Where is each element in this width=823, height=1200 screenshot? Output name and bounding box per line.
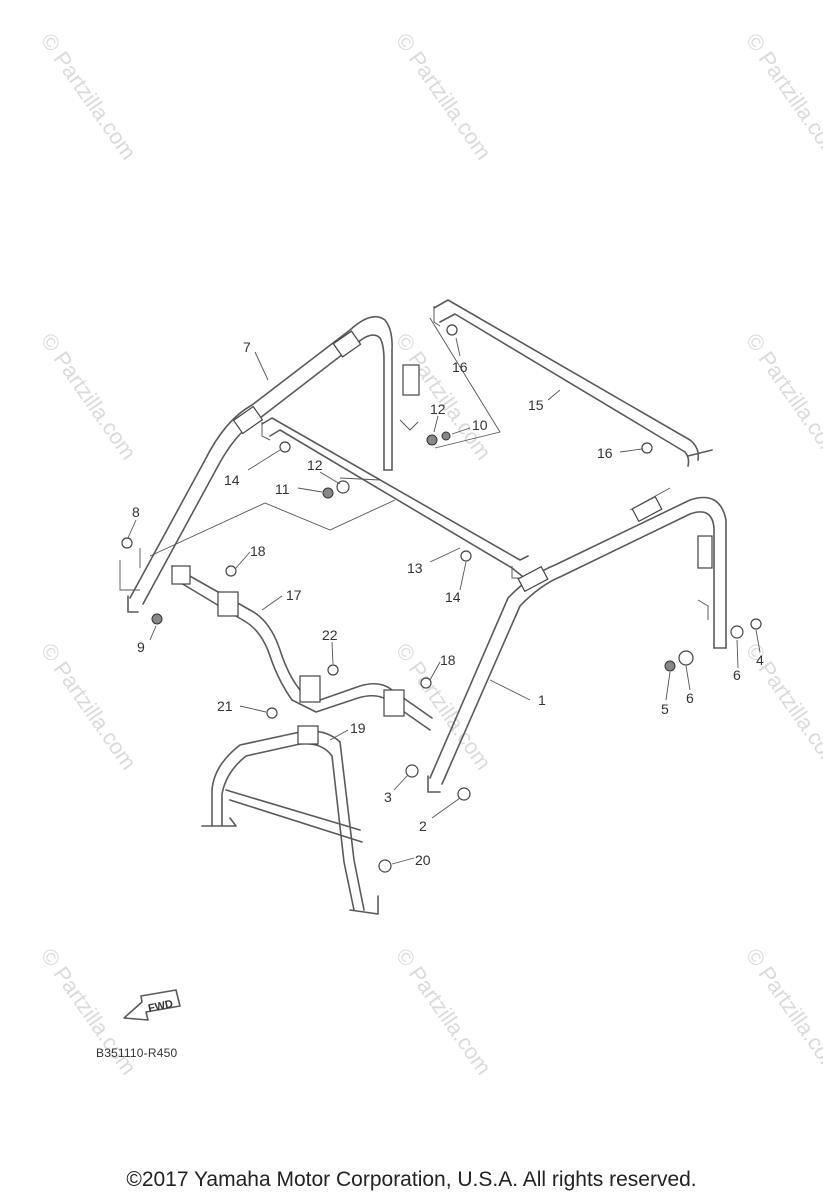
callout-8: 8: [132, 504, 140, 520]
washer-12a: [426, 434, 438, 446]
washer-3: [405, 764, 419, 778]
front-roll-bar: [427, 495, 727, 793]
watermark: © Partzilla.com: [741, 29, 823, 165]
bolt-21: [266, 707, 278, 719]
callout-1: 1: [538, 692, 546, 708]
diagram-reference-code: B351110-R450: [96, 1046, 178, 1060]
cross-bar: [261, 417, 529, 579]
callout-12: 12: [430, 401, 446, 417]
bolt-14b: [460, 550, 472, 562]
watermark: © Partzilla.com: [741, 639, 823, 775]
bolt-8: [121, 537, 133, 549]
dash-bar: [171, 565, 433, 731]
callout-15: 15: [528, 397, 544, 413]
forward-arrow-icon: FWD: [123, 989, 181, 1021]
callout-16: 16: [452, 359, 468, 375]
bolt-16b: [641, 442, 653, 454]
rear-roll-bar: [127, 315, 420, 613]
callout-leaders: [127, 337, 761, 865]
callout-5: 5: [661, 701, 669, 717]
callouts: 7 16 15 16 12 10 14 12 11 8 9 18 17 13 1…: [132, 339, 764, 868]
callout-7: 7: [243, 339, 251, 355]
callout-14: 14: [224, 472, 240, 488]
fwd-label: FWD: [147, 998, 174, 1015]
callout-9: 9: [137, 639, 145, 655]
grouping-lines: [119, 317, 671, 591]
callout-20: 20: [415, 852, 431, 868]
nut-10: [441, 431, 451, 441]
bolt-16a: [446, 324, 458, 336]
nut-9: [151, 613, 163, 625]
callout-13: 13: [407, 560, 423, 576]
hardware: [121, 324, 762, 873]
callout-16: 16: [597, 445, 613, 461]
callout-10: 10: [472, 417, 488, 433]
watermark: © Partzilla.com: [391, 29, 497, 165]
callout-22: 22: [322, 627, 338, 643]
bolt-18a: [225, 565, 237, 577]
bolt-18b: [420, 677, 432, 689]
callout-17: 17: [286, 587, 302, 603]
washer-6b: [678, 650, 694, 666]
washer-22: [327, 664, 339, 676]
callout-18: 18: [440, 652, 456, 668]
floor-brace: [201, 725, 379, 915]
bolt-2: [457, 787, 471, 801]
nut-11: [322, 487, 334, 499]
top-side-rail: [433, 299, 713, 467]
bolt-14a: [279, 441, 291, 453]
callout-11: 11: [275, 481, 290, 497]
callout-4: 4: [756, 652, 764, 668]
washer-6a: [730, 625, 744, 639]
watermark: © Partzilla.com: [391, 329, 497, 465]
watermark: © Partzilla.com: [391, 944, 497, 1080]
watermark: © Partzilla.com: [36, 29, 142, 165]
callout-3: 3: [384, 789, 392, 805]
callout-12: 12: [307, 457, 323, 473]
watermark: © Partzilla.com: [741, 944, 823, 1080]
callout-6: 6: [733, 667, 741, 683]
callout-18: 18: [250, 543, 266, 559]
callout-6: 6: [686, 690, 694, 706]
watermark: © Partzilla.com: [741, 329, 823, 465]
bolt-4: [750, 618, 762, 630]
watermark: © Partzilla.com: [36, 639, 142, 775]
bolt-20: [378, 859, 392, 873]
copyright-notice: ©2017 Yamaha Motor Corporation, U.S.A. A…: [126, 1168, 697, 1191]
watermark: © Partzilla.com: [36, 329, 142, 465]
callout-19: 19: [350, 720, 366, 736]
callout-2: 2: [419, 818, 427, 834]
nut-5: [664, 660, 676, 672]
callout-21: 21: [217, 698, 233, 714]
callout-14: 14: [445, 589, 461, 605]
